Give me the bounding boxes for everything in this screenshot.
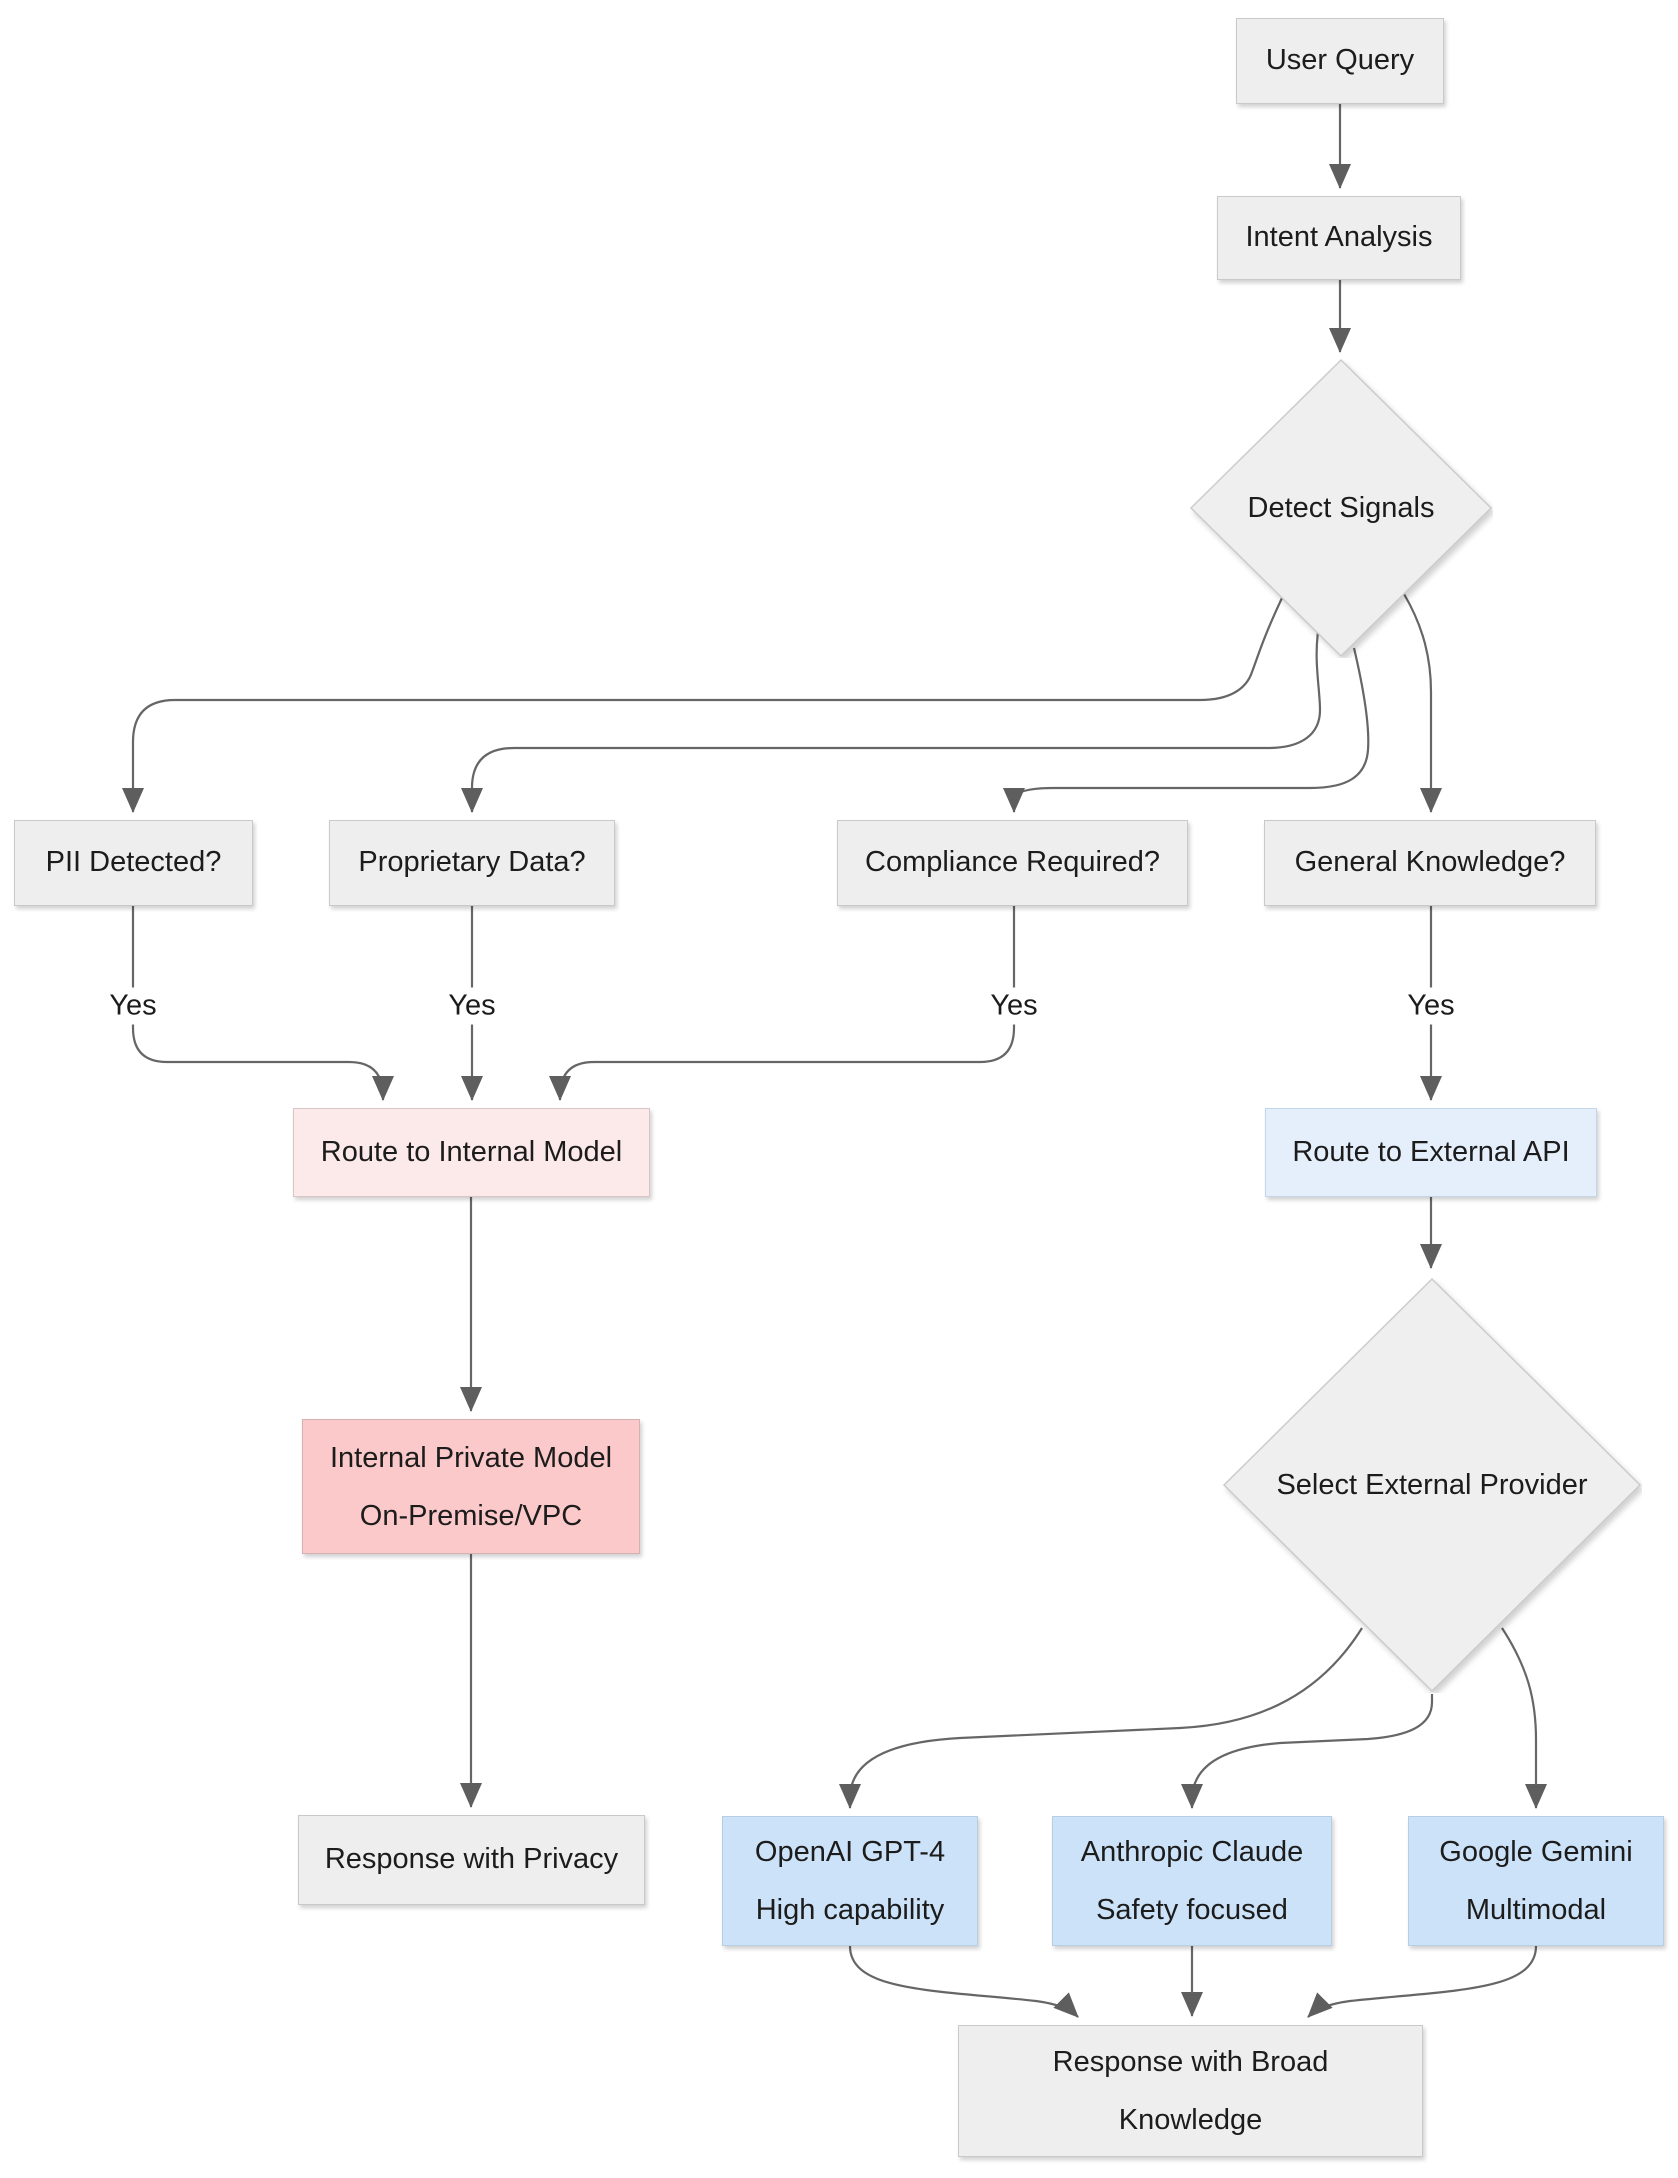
node-select-provider: Select External Provider xyxy=(1222,1277,1642,1693)
edge-label-proprietary-yes: Yes xyxy=(440,987,504,1025)
edge-compliance-routeinternal xyxy=(549,906,1016,1101)
node-detect-signals: Detect Signals xyxy=(1189,358,1493,658)
node-route-internal-label: Route to Internal Model xyxy=(320,1135,623,1168)
edge-openai-broad xyxy=(848,1945,1079,2018)
diamond-shape xyxy=(1222,1277,1642,1693)
node-response-broad-line2: Knowledge xyxy=(1118,2104,1263,2136)
node-user-query-label: User Query xyxy=(1265,44,1415,77)
node-user-query: User Query xyxy=(1236,18,1444,104)
edge-gemini-broad xyxy=(1307,1945,1538,2018)
node-proprietary-data: Proprietary Data? xyxy=(329,820,615,906)
node-pii-detected: PII Detected? xyxy=(14,820,253,906)
node-openai-gpt4-line1: OpenAI GPT-4 xyxy=(754,1836,946,1868)
node-response-privacy: Response with Privacy xyxy=(298,1815,645,1905)
edge-select-anthropic xyxy=(1181,1694,1434,1809)
node-openai-gpt4: OpenAI GPT-4 High capability xyxy=(722,1816,978,1946)
node-response-broad: Response with Broad Knowledge xyxy=(958,2025,1423,2157)
edge-select-openai xyxy=(839,1627,1363,1809)
edge-detect-compliance xyxy=(1003,647,1370,813)
edge-detect-proprietary xyxy=(461,631,1322,813)
node-general-knowledge-label: General Knowledge? xyxy=(1294,846,1566,879)
node-anthropic-claude-line2: Safety focused xyxy=(1096,1894,1288,1926)
node-detect-signals-label: Detect Signals xyxy=(1247,491,1435,524)
node-response-broad-line1: Response with Broad xyxy=(1052,2046,1329,2078)
node-google-gemini-line1: Google Gemini xyxy=(1439,1836,1633,1868)
node-intent-analysis: Intent Analysis xyxy=(1217,196,1461,280)
node-response-privacy-label: Response with Privacy xyxy=(324,1843,619,1876)
edge-detect-pii xyxy=(122,597,1283,813)
node-route-internal: Route to Internal Model xyxy=(293,1108,650,1197)
node-route-external-label: Route to External API xyxy=(1292,1135,1570,1168)
node-openai-gpt4-line2: High capability xyxy=(755,1894,945,1926)
diamond-shape xyxy=(1189,358,1493,658)
node-anthropic-claude-line1: Anthropic Claude xyxy=(1080,1836,1304,1868)
node-google-gemini-line2: Multimodal xyxy=(1465,1894,1607,1926)
edge-detect-general xyxy=(1403,593,1442,813)
edge-label-compliance-yes: Yes xyxy=(982,987,1046,1025)
node-route-external: Route to External API xyxy=(1265,1108,1597,1197)
node-compliance-required: Compliance Required? xyxy=(837,820,1188,906)
node-anthropic-claude: Anthropic Claude Safety focused xyxy=(1052,1816,1332,1946)
node-internal-private-model: Internal Private Model On-Premise/VPC xyxy=(302,1419,640,1554)
edge-select-gemini xyxy=(1501,1627,1547,1809)
node-internal-private-model-line2: On-Premise/VPC xyxy=(359,1499,583,1532)
node-pii-detected-label: PII Detected? xyxy=(45,846,222,879)
edge-label-pii-yes: Yes xyxy=(101,987,165,1025)
node-select-provider-label: Select External Provider xyxy=(1276,1468,1588,1501)
node-compliance-required-label: Compliance Required? xyxy=(865,846,1160,879)
node-proprietary-data-label: Proprietary Data? xyxy=(358,846,586,879)
node-google-gemini: Google Gemini Multimodal xyxy=(1408,1816,1664,1946)
node-internal-private-model-line1: Internal Private Model xyxy=(329,1441,613,1474)
node-general-knowledge: General Knowledge? xyxy=(1264,820,1596,906)
edge-label-general-yes: Yes xyxy=(1399,987,1463,1025)
edge-pii-routeinternal xyxy=(131,906,394,1101)
node-intent-analysis-label: Intent Analysis xyxy=(1245,221,1433,254)
